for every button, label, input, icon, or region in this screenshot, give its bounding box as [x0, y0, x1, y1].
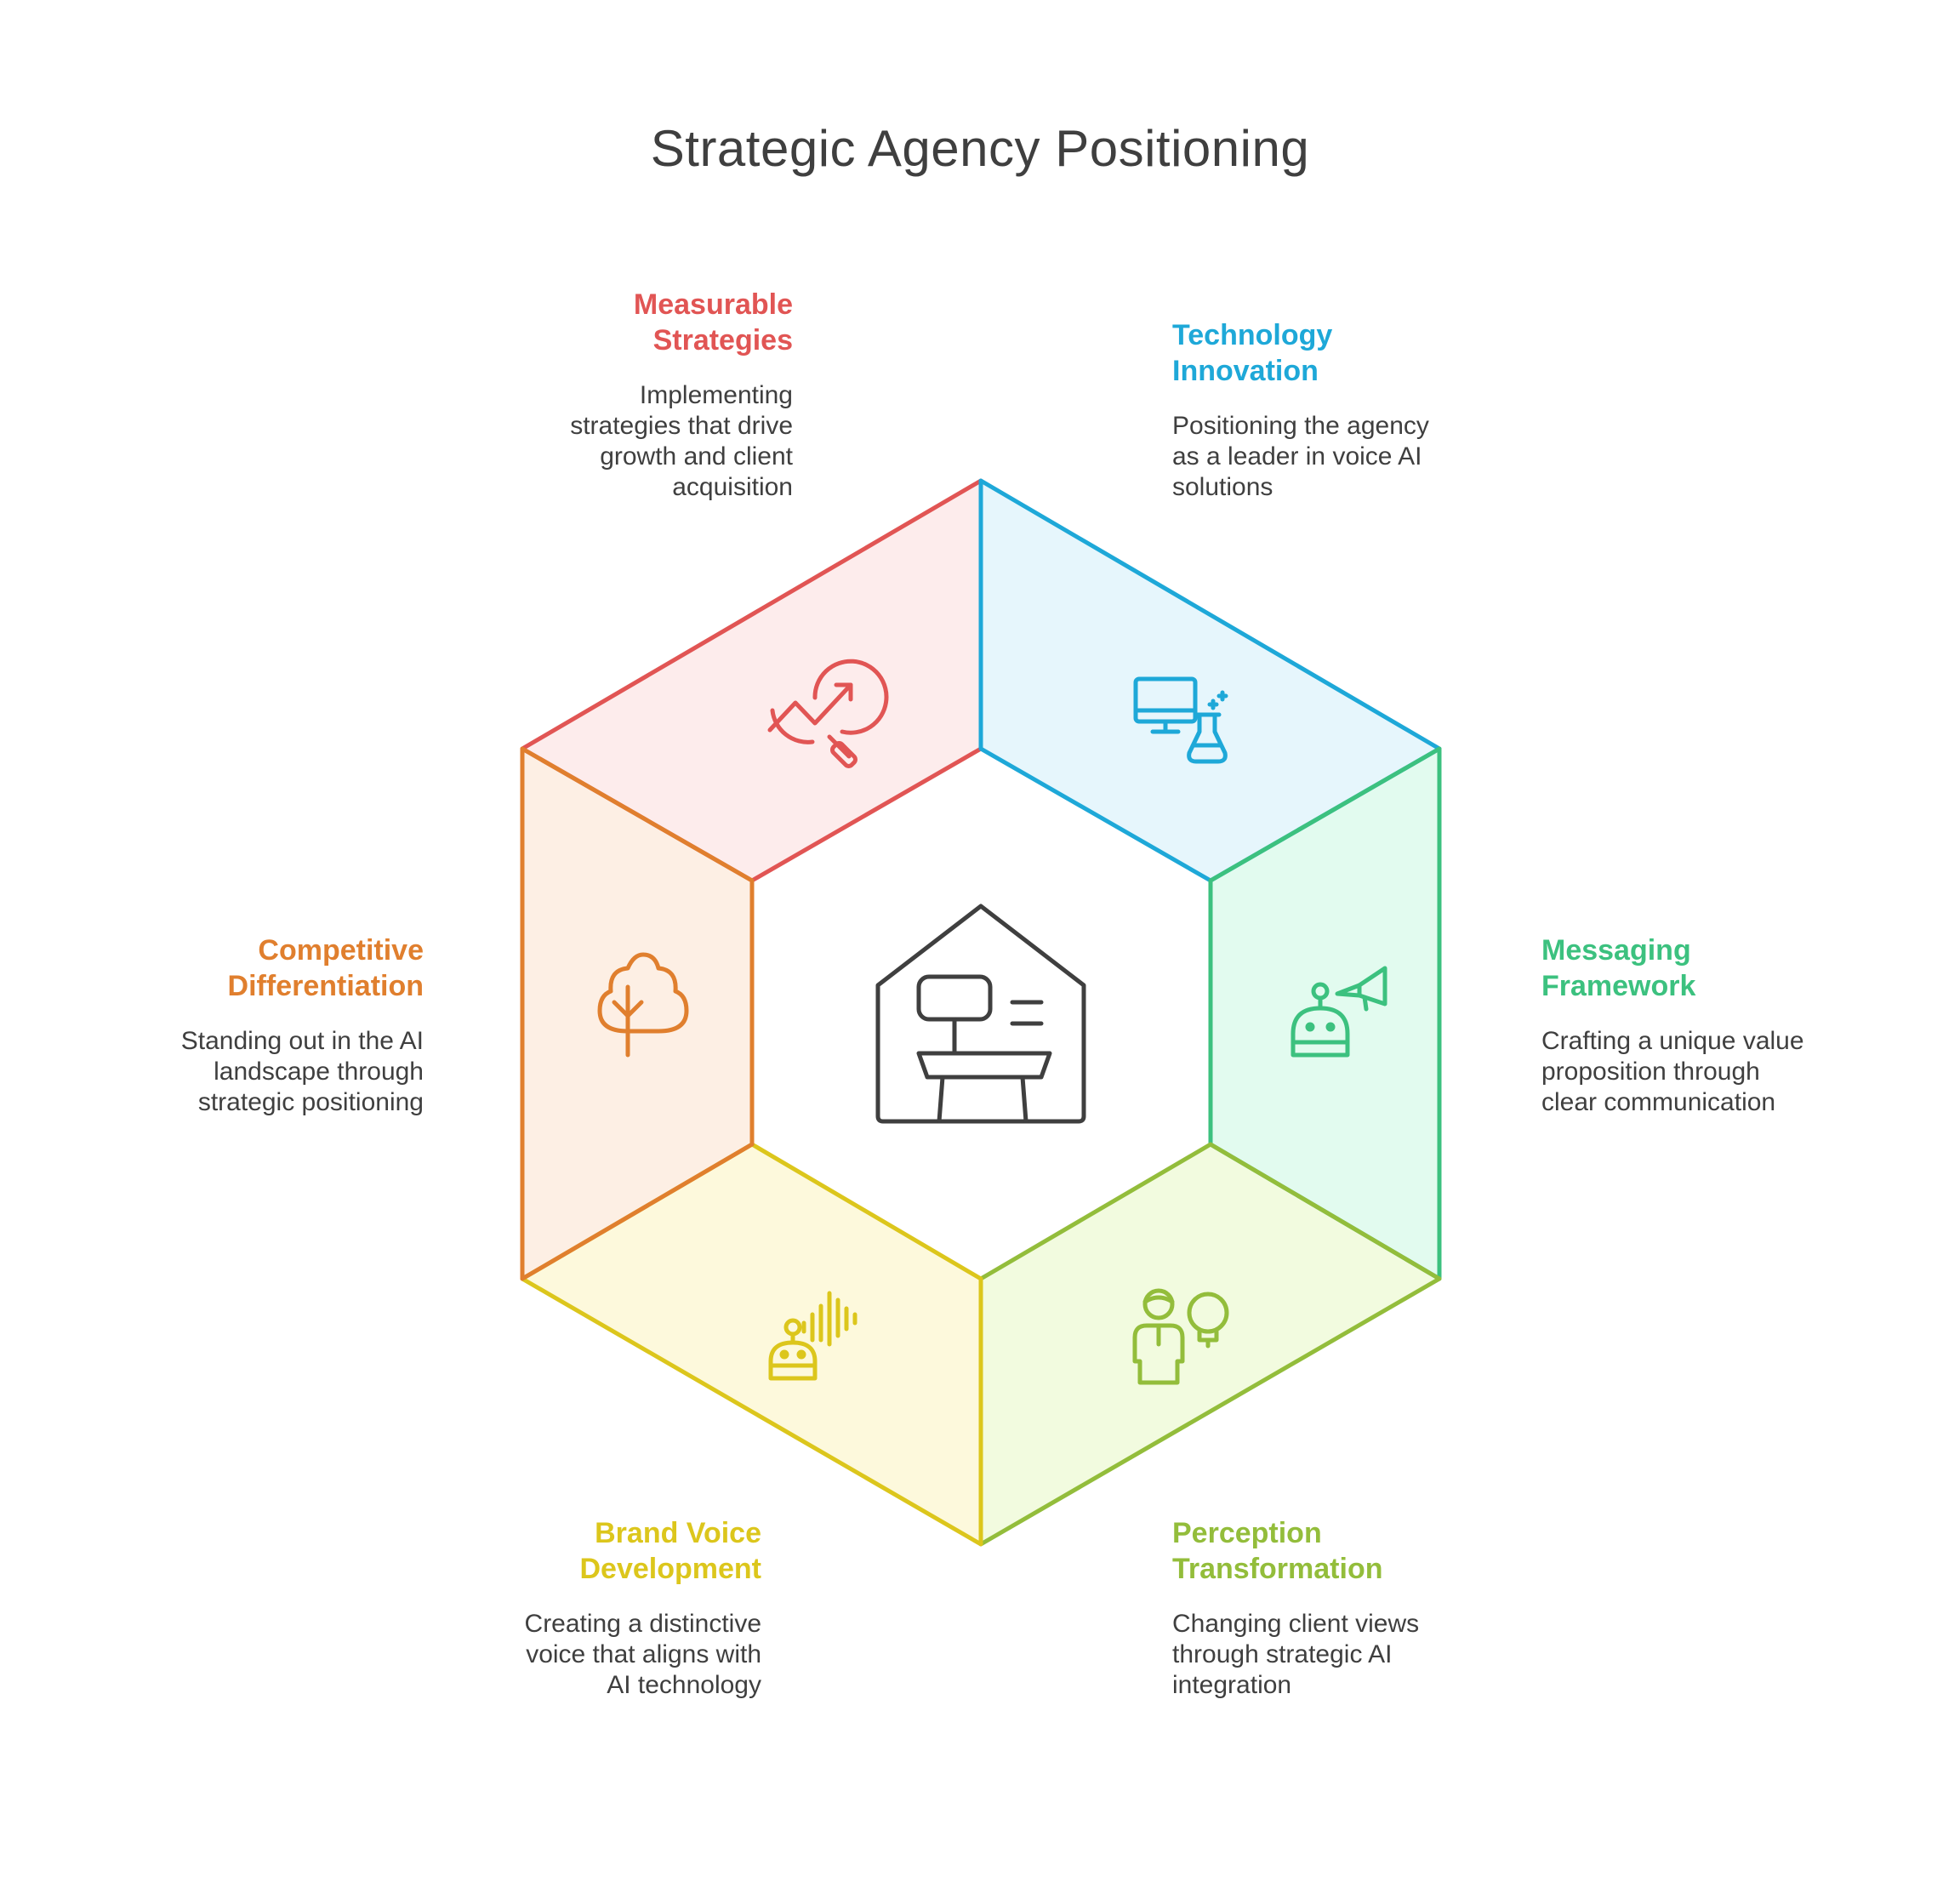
segment-technology [981, 481, 1439, 881]
label-competitive: Competitive Differentiation Standing out… [66, 932, 424, 1118]
segment-brandvoice [522, 1144, 981, 1544]
competitive-desc-line1: Standing out in the AI [180, 1027, 424, 1055]
computer-flask-icon [1133, 676, 1228, 764]
perception-desc-line2: through strategic AI [1172, 1640, 1393, 1668]
messaging-desc-line3: clear communication [1541, 1088, 1776, 1116]
measurable-title-line2: Strategies [652, 324, 793, 356]
label-perception: Perception Transformation Changing clien… [1172, 1515, 1530, 1701]
label-measurable: Measurable Strategies Implementing strat… [436, 287, 793, 503]
brandvoice-desc-line1: Creating a distinctive [524, 1610, 761, 1638]
competitive-desc-line2: landscape through [214, 1058, 424, 1086]
brandvoice-title-line2: Development [579, 1553, 762, 1585]
competitive-title-line2: Differentiation [227, 970, 424, 1002]
brandvoice-desc-line2: voice that aligns with [526, 1640, 761, 1668]
segment-competitive [522, 749, 752, 1279]
brandvoice-desc-line3: AI technology [607, 1671, 761, 1699]
perception-title-line2: Transformation [1172, 1553, 1383, 1585]
perception-desc-line1: Changing client views [1172, 1610, 1420, 1638]
messaging-desc-line1: Crafting a unique value [1541, 1027, 1804, 1055]
perception-desc-line3: integration [1172, 1671, 1292, 1699]
brandvoice-title-line1: Brand Voice [595, 1517, 761, 1549]
messaging-desc-line2: proposition through [1541, 1058, 1760, 1086]
competitive-desc-line3: strategic positioning [197, 1088, 424, 1116]
label-messaging: Messaging Framework Crafting a unique va… [1541, 932, 1899, 1118]
technology-desc-line2: as a leader in voice AI [1172, 442, 1422, 470]
segment-measurable [522, 481, 981, 881]
diagram-title: Strategic Agency Positioning [650, 120, 1310, 177]
tree-icon [597, 952, 689, 1058]
competitive-title-line1: Competitive [258, 934, 424, 967]
measurable-desc-line2: strategies that drive [570, 412, 793, 440]
person-idea-icon [1132, 1288, 1229, 1385]
label-technology: Technology Innovation Positioning the ag… [1172, 317, 1530, 503]
robot-megaphone-icon [1291, 966, 1387, 1058]
technology-title-line1: Technology [1172, 319, 1333, 351]
growth-analysis-icon [767, 659, 889, 768]
measurable-desc-line4: acquisition [672, 473, 793, 501]
technology-desc-line3: solutions [1172, 473, 1273, 501]
technology-title-line2: Innovation [1172, 355, 1319, 387]
measurable-title-line1: Measurable [633, 288, 793, 321]
technology-desc-line1: Positioning the agency [1172, 412, 1429, 440]
robot-soundwave-icon [768, 1291, 858, 1381]
label-brandvoice: Brand Voice Development Creating a disti… [404, 1515, 761, 1701]
messaging-title-line2: Framework [1541, 970, 1696, 1002]
agency-office-icon [875, 904, 1086, 1124]
measurable-desc-line3: growth and client [600, 442, 793, 470]
messaging-title-line1: Messaging [1541, 934, 1691, 967]
perception-title-line1: Perception [1172, 1517, 1322, 1549]
measurable-desc-line1: Implementing [639, 381, 793, 409]
segment-messaging [1211, 749, 1439, 1279]
